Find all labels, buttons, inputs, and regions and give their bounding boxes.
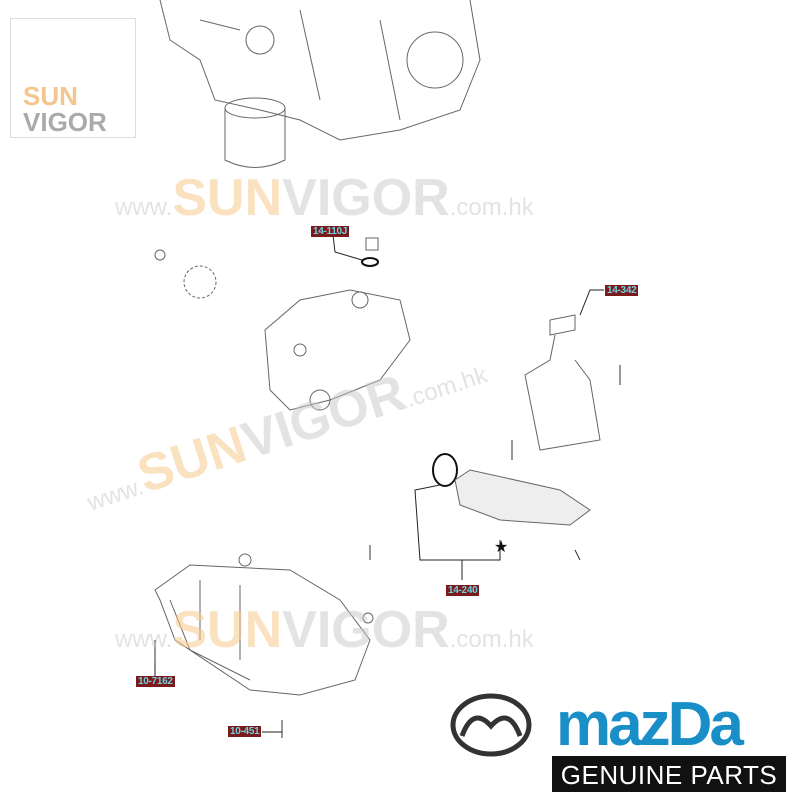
oil-pipe [524,289,604,451]
callout-label[interactable]: 10-7162 [136,676,175,687]
callout-label[interactable]: 14-342 [605,285,639,296]
watermark: www.SUNVIGOR.com.hk [115,601,534,659]
mazda-wordmark: mazDa [556,690,744,759]
logo-vigor: VIGOR [23,107,107,137]
bolts [154,365,621,738]
callout-leaders [154,662,282,733]
callout-label[interactable]: 14-110J [311,226,350,237]
mazda-emblem-icon [450,693,532,757]
callout-label[interactable]: 14-240 [446,585,480,596]
oil-pan [154,553,374,696]
oil-pump [264,289,411,411]
watermark: www.SUNVIGOR.com.hk [115,169,534,227]
logo-sun: SUN [23,81,78,111]
oring-and-sleeve [332,234,379,267]
oil-filter [224,97,286,168]
engine-block [159,0,481,141]
sunvigor-corner-logo: SUN VIGOR [10,18,136,138]
genuine-parts-banner: GENUINE PARTS [552,756,786,792]
oil-strainer: ★ [414,453,591,580]
callout-label[interactable]: 10-451 [228,726,262,737]
svg-text:★: ★ [494,539,508,556]
sprocket [154,249,217,299]
